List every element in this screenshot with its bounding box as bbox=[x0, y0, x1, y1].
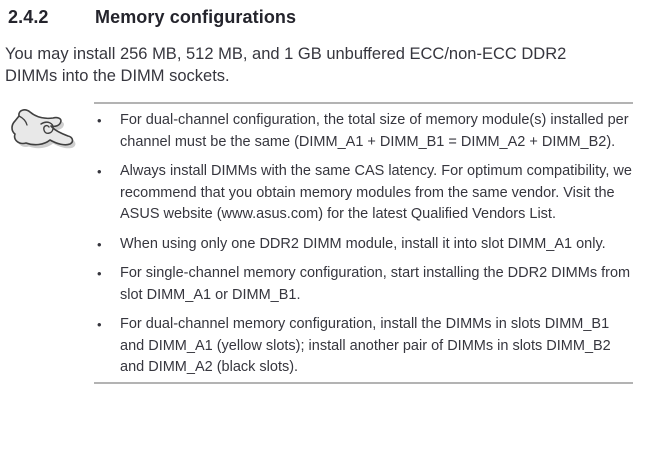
note-item-text: For single-channel memory configuration,… bbox=[120, 265, 631, 303]
bullet-dot: • bbox=[97, 236, 102, 252]
note-content: • For dual-channel configuration, the to… bbox=[94, 102, 633, 384]
section-number: 2.4.2 bbox=[8, 7, 49, 27]
note-bullet-list: • For dual-channel configuration, the to… bbox=[94, 110, 633, 379]
section-title: Memory configurations bbox=[95, 7, 297, 27]
note-item-text: For dual-channel memory configuration, i… bbox=[120, 316, 611, 375]
note-item: • Always install DIMMs with the same CAS… bbox=[94, 161, 633, 226]
manual-page: 2.4.2 Memory configurations You may insta… bbox=[0, 6, 653, 470]
note-item-text: When using only one DDR2 DIMM module, in… bbox=[120, 235, 606, 252]
note-item: • For single-channel memory configuratio… bbox=[94, 263, 633, 306]
bullet-dot: • bbox=[97, 113, 102, 128]
bullet-dot: • bbox=[97, 164, 102, 179]
note-item: • When using only one DDR2 DIMM module, … bbox=[94, 234, 633, 256]
pointing-hand-icon bbox=[11, 109, 76, 149]
note-item-text: For dual-channel configuration, the tota… bbox=[120, 112, 629, 150]
bullet-dot: • bbox=[97, 317, 102, 332]
note-item: • For dual-channel configuration, the to… bbox=[94, 110, 633, 153]
bullet-dot: • bbox=[97, 266, 102, 281]
note-box: • For dual-channel configuration, the to… bbox=[0, 102, 653, 384]
note-item: • For dual-channel memory configuration,… bbox=[94, 314, 633, 379]
section-heading: 2.4.2 Memory configurations bbox=[8, 6, 653, 28]
intro-paragraph: You may install 256 MB, 512 MB, and 1 GB… bbox=[5, 45, 567, 85]
note-item-text: Always install DIMMs with the same CAS l… bbox=[120, 163, 632, 222]
